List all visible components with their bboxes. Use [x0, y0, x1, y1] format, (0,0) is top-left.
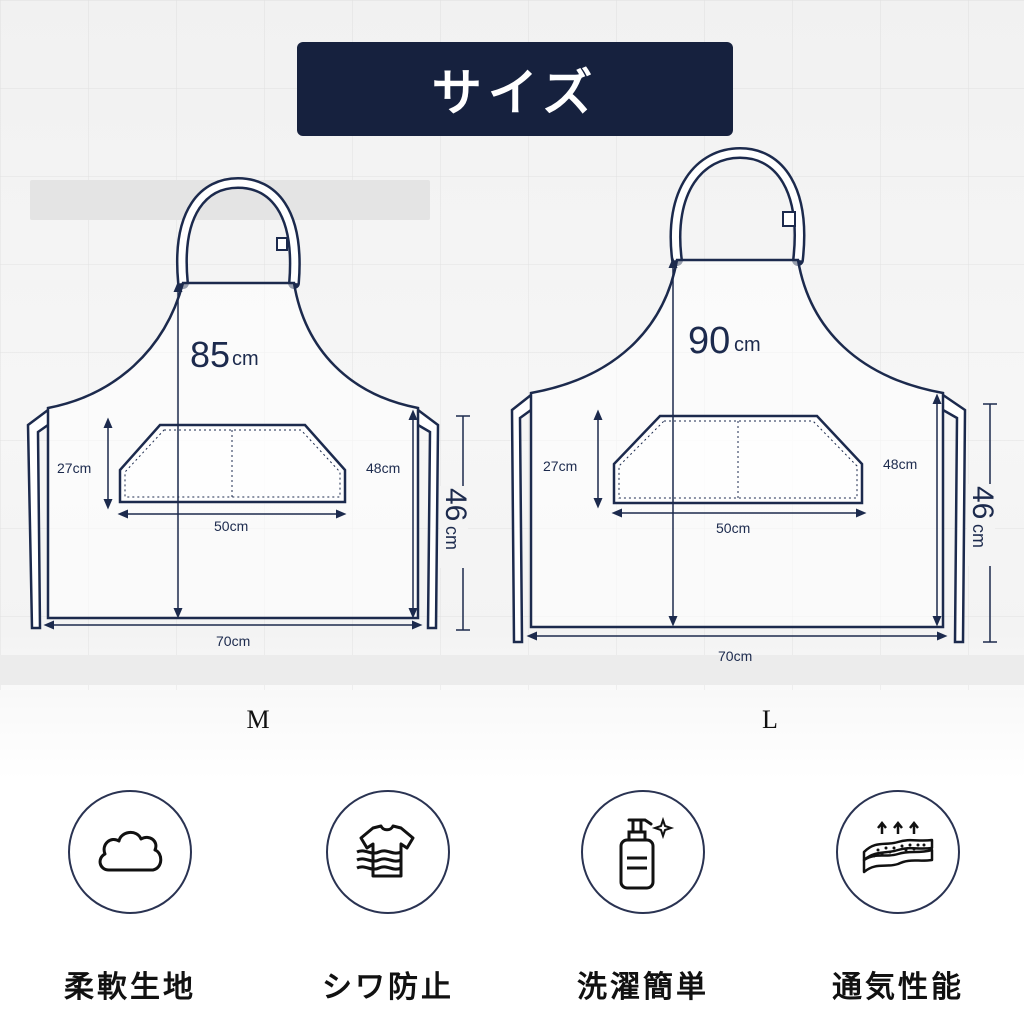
feature-soft-fabric: 柔軟生地 — [60, 790, 200, 1006]
l-skirt-height: 46 — [966, 486, 999, 519]
m-skirt-unit: cm — [442, 526, 462, 550]
l-side-height: 48cm — [883, 456, 917, 472]
m-side-height: 48cm — [366, 460, 400, 476]
l-length-value: 90 — [688, 320, 730, 362]
apron-m: 85 cm 27cm 50cm 48cm 46 cm 70cm — [26, 176, 472, 649]
feature-label: 通気性能 — [832, 970, 964, 1005]
feature-label: 柔軟生地 — [64, 970, 196, 1005]
m-length-value: 85 — [190, 334, 230, 375]
size-label-m: M — [246, 705, 270, 734]
size-label-l: L — [762, 705, 778, 734]
feature-breathable: 通気性能 — [828, 790, 968, 1006]
m-length-unit: cm — [232, 348, 259, 370]
l-pocket-height: 27cm — [543, 458, 577, 474]
breathable-fabric-icon — [836, 790, 960, 914]
cloud-icon — [68, 790, 192, 914]
m-pocket-height: 27cm — [57, 460, 91, 476]
shirt-wrinkle-icon — [326, 790, 450, 914]
l-skirt-unit: cm — [969, 524, 989, 548]
title-banner: サイズ — [297, 42, 733, 136]
page-title: サイズ — [431, 63, 599, 122]
m-skirt-height: 46 — [439, 488, 472, 521]
feature-label: 洗濯簡単 — [577, 970, 709, 1005]
m-pocket-width: 50cm — [214, 518, 248, 534]
kitchen-counter — [0, 655, 1024, 685]
apron-diagrams: 85 cm 27cm 50cm 48cm 46 cm 70cm 90 cm 27… — [26, 146, 999, 664]
l-pocket-width: 50cm — [716, 520, 750, 536]
kitchen-cabinet — [0, 690, 1024, 780]
feature-label: シワ防止 — [322, 970, 454, 1005]
l-width: 70cm — [718, 648, 752, 664]
feature-wrinkle-free: シワ防止 — [318, 790, 458, 1006]
feature-easy-wash: 洗濯簡単 — [573, 790, 713, 1006]
l-length-unit: cm — [734, 334, 761, 356]
m-width: 70cm — [216, 633, 250, 649]
soap-bottle-icon — [581, 790, 705, 914]
apron-l: 90 cm 27cm 50cm 48cm 46 cm 70cm — [510, 146, 999, 664]
